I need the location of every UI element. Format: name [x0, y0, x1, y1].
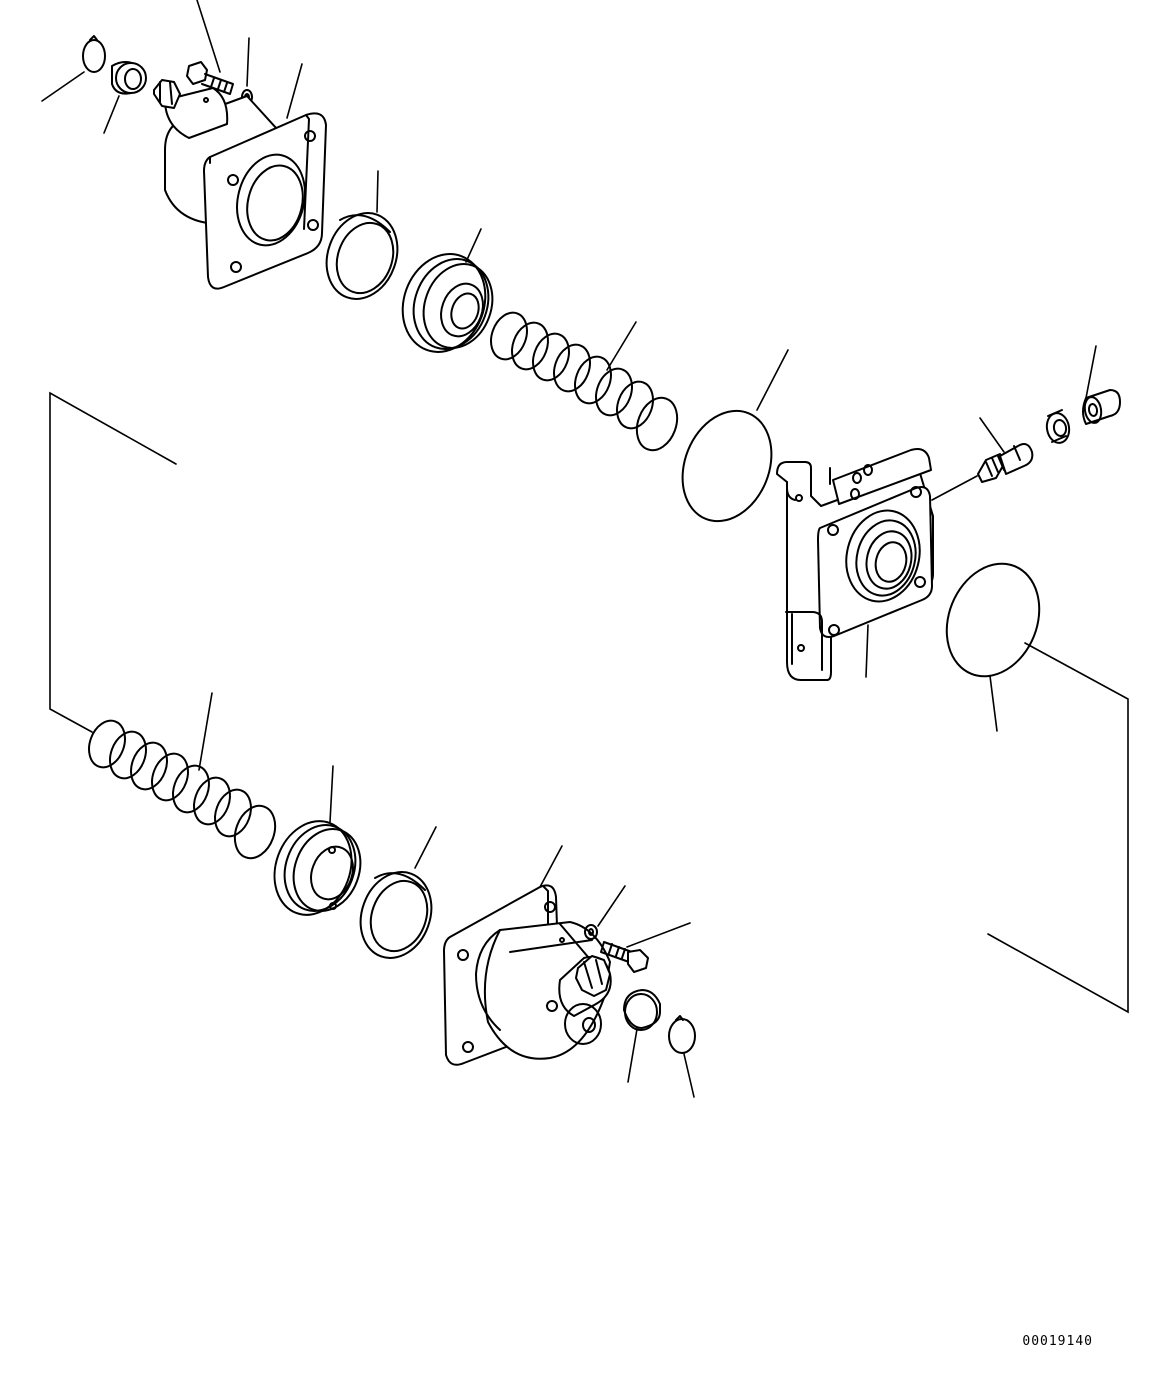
piston-bottom — [273, 765, 362, 916]
retainer-ring-top — [325, 170, 399, 300]
spring-bottom — [88, 692, 277, 860]
figure-number: 00019140 — [1022, 1334, 1093, 1349]
plug-right — [1045, 345, 1121, 444]
plug-bottom — [623, 989, 661, 1083]
bolt-top — [186, 0, 234, 95]
snap-ring-bottom — [668, 1015, 696, 1098]
right-bracket-lines — [987, 642, 1129, 1014]
grease-fitting — [931, 417, 1034, 501]
retainer-ring-bottom — [359, 826, 437, 959]
washer-bottom — [584, 885, 626, 940]
spring-top — [490, 311, 679, 452]
left-bracket-lines — [49, 391, 177, 733]
piston-top — [401, 228, 494, 353]
cover-top — [153, 63, 327, 290]
washer-top — [241, 37, 253, 105]
cover-bottom — [443, 845, 612, 1066]
o-ring-top — [681, 349, 789, 523]
valve-body — [776, 448, 934, 681]
bolt-bottom — [600, 922, 691, 973]
snap-ring-top — [41, 35, 106, 102]
plug-top — [103, 61, 147, 134]
o-ring-bottom — [945, 562, 1041, 732]
